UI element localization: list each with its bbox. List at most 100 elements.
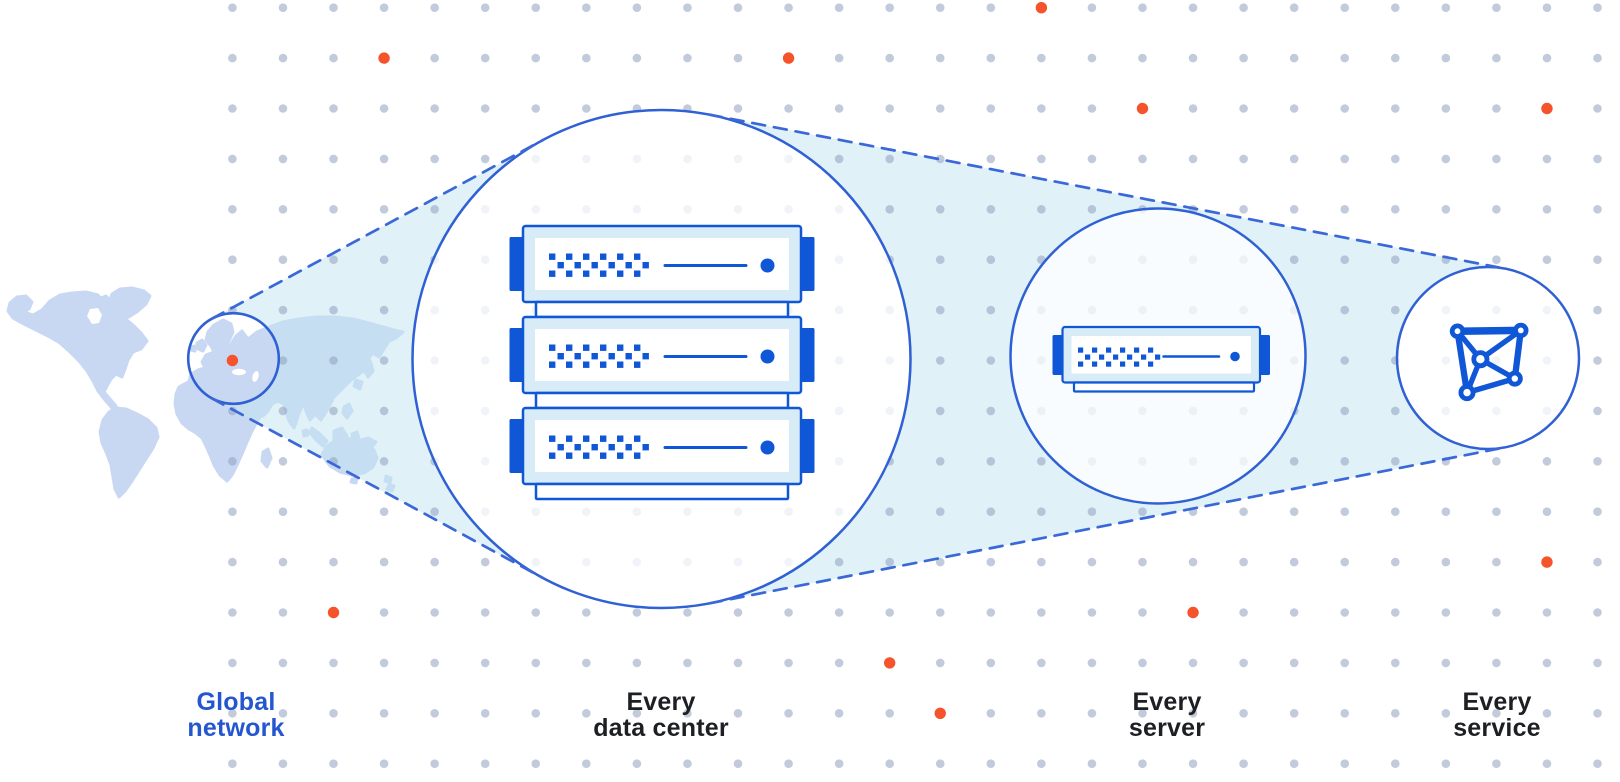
grid-dot	[531, 608, 541, 617]
vent-dot	[608, 262, 615, 269]
grid-dot	[1441, 154, 1451, 164]
grid-dot	[1340, 205, 1350, 214]
grid-dot	[784, 104, 793, 113]
label-line: Every	[1462, 688, 1532, 716]
vent-dot	[634, 344, 641, 351]
grid-dot	[430, 709, 439, 718]
continent-north-america	[6, 290, 149, 413]
server-faceplate	[535, 238, 789, 290]
grid-dot	[480, 709, 490, 718]
grid-dot	[1037, 53, 1046, 63]
grid-dot	[1390, 255, 1400, 264]
grid-dot	[480, 154, 490, 164]
vent-dot	[574, 444, 581, 451]
ireland	[189, 344, 197, 353]
grid-dot	[582, 53, 591, 63]
mesh-edge	[1453, 326, 1525, 335]
map-focus-circle	[186, 311, 281, 406]
vent-dot	[583, 253, 590, 260]
grid-dot	[1138, 608, 1147, 617]
grid-dot	[1087, 205, 1097, 214]
vent-dot	[600, 253, 607, 260]
vent-dot	[583, 344, 590, 351]
vent-dot	[617, 361, 624, 368]
mesh-edge	[1511, 327, 1524, 382]
label-line: service	[1453, 713, 1541, 742]
grid-dot	[1037, 608, 1046, 617]
grid-dot	[885, 759, 894, 768]
grid-dot	[1542, 205, 1552, 214]
grid-dot	[1593, 154, 1602, 164]
grid-dot	[1037, 457, 1046, 466]
grid-dot	[1593, 457, 1602, 466]
grid-dot	[1441, 709, 1451, 718]
grid-dot	[1340, 557, 1350, 567]
grid-dot	[1542, 759, 1552, 768]
vent-dot	[634, 253, 641, 260]
grid-dot	[1441, 608, 1451, 617]
grid-dot	[784, 658, 793, 668]
grid-dot	[1239, 3, 1248, 12]
grid-dot	[1087, 507, 1097, 516]
grid-dot	[430, 608, 439, 617]
grid-dot	[632, 709, 642, 718]
grid-dot	[1037, 154, 1046, 164]
vent-dot	[600, 361, 607, 368]
grid-dot	[329, 759, 338, 768]
vent-dot	[1134, 347, 1140, 353]
grid-dot	[986, 507, 996, 516]
grid-dot	[430, 3, 439, 12]
grid-dot	[329, 507, 338, 516]
grid-dot	[1441, 759, 1451, 768]
grid-dot	[1593, 557, 1602, 567]
grid-dot	[1239, 709, 1248, 718]
grid-dot	[632, 3, 642, 12]
grid-dot	[1390, 305, 1400, 315]
grid-dot	[986, 154, 996, 164]
vent-dot	[608, 353, 615, 360]
grid-dot	[935, 3, 945, 12]
vent-dot	[625, 444, 632, 451]
grid-dot	[1188, 104, 1198, 113]
grid-dot	[1340, 406, 1350, 416]
orange-dot	[934, 707, 946, 719]
grid-dot	[1390, 3, 1400, 12]
vent-dot	[634, 452, 641, 459]
vent-dot	[1078, 361, 1084, 367]
grid-dot	[1289, 507, 1299, 516]
grid-dot	[278, 305, 288, 315]
vent-dot	[600, 452, 607, 459]
black-sea	[232, 368, 246, 376]
grid-dot	[1390, 53, 1400, 63]
vent-dot	[566, 361, 573, 368]
orange-dot	[327, 606, 340, 619]
single-server	[1052, 325, 1270, 393]
grid-dot	[228, 154, 237, 164]
vent-dot	[549, 361, 556, 368]
grid-dot	[480, 104, 490, 113]
grid-dot	[1593, 104, 1602, 113]
grid-dot	[935, 53, 945, 63]
grid-dot	[1390, 457, 1400, 466]
grid-dot	[1542, 507, 1552, 516]
grid-dot	[329, 53, 338, 63]
grid-dot	[1037, 557, 1046, 567]
grid-dot	[1390, 658, 1400, 668]
grid-dot	[935, 406, 945, 416]
grid-dot	[379, 709, 389, 718]
server-faceplate	[535, 329, 789, 381]
grid-dot	[1239, 507, 1248, 516]
grid-dot	[1289, 205, 1299, 214]
grid-dot	[986, 205, 996, 214]
mesh-node-top-right	[1513, 322, 1529, 339]
vent-dot	[1120, 347, 1126, 353]
grid-dot	[379, 154, 389, 164]
vent-dot	[617, 435, 624, 442]
grid-dot	[1593, 709, 1602, 718]
vent-dot	[634, 270, 641, 277]
grid-dot	[480, 557, 490, 567]
grid-dot	[430, 53, 439, 63]
grid-dot	[228, 3, 237, 12]
vent-dot	[600, 344, 607, 351]
grid-dot	[733, 658, 743, 668]
